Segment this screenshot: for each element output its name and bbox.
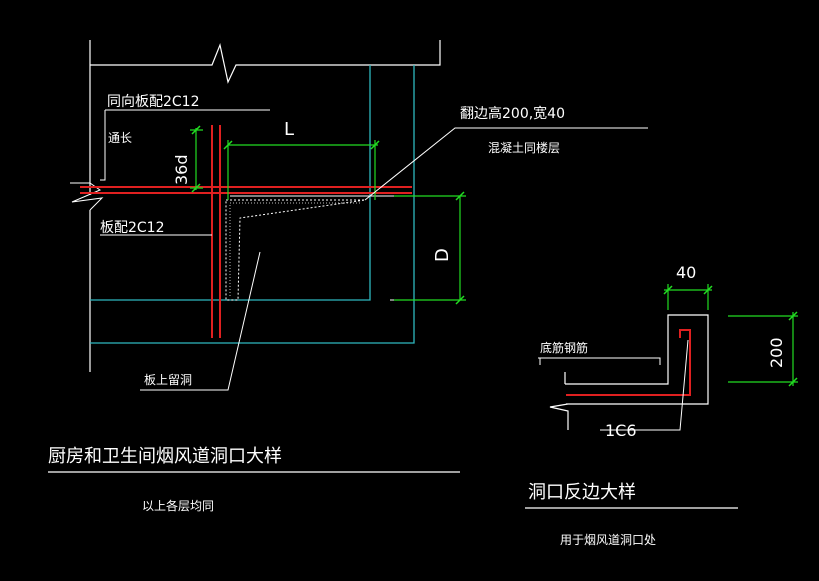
dim-D-text: D — [432, 248, 453, 262]
leader-curb — [364, 127, 648, 201]
dim-40-line — [664, 284, 712, 310]
label-through: 通长 — [108, 131, 132, 145]
label-bottom-rebar: 板配2C12 — [100, 220, 165, 236]
callout-curb-sub: 混凝土同楼层 — [488, 140, 560, 155]
leader-1C6 — [600, 339, 689, 431]
slab-lines — [70, 182, 465, 301]
callout-curb: 翻边高200,宽40 — [460, 105, 565, 122]
label-1C6: 1C6 — [605, 421, 637, 440]
dim-200-line — [728, 312, 798, 386]
dim-L-line — [227, 140, 378, 200]
leader-top-rebar — [100, 109, 270, 181]
wall-outline — [89, 40, 441, 372]
vertical-rebar — [211, 125, 221, 338]
dim-200-text: 200 — [767, 337, 786, 368]
main-title: 厨房和卫生间烟风道洞口大样 — [48, 446, 282, 467]
edge-rebar — [566, 329, 691, 396]
dim-40-ticks — [663, 285, 713, 295]
dim-36d-ticks — [191, 125, 201, 193]
dim-D-ticks — [455, 191, 465, 305]
edge-subtitle: 用于烟风道洞口处 — [560, 533, 656, 547]
main-subtitle: 以上各层均同 — [142, 498, 214, 513]
concrete-curb — [225, 199, 366, 301]
dim-36d-text: 36d — [172, 154, 191, 185]
leader-slab-hole — [140, 251, 261, 391]
edge-outline — [549, 314, 709, 430]
shaft-opening-outline — [90, 65, 415, 344]
leader-edge-bottom — [538, 357, 661, 365]
dim-40-text: 40 — [676, 263, 696, 282]
dim-D-line — [394, 195, 466, 301]
top-rebar-horizontal — [80, 186, 412, 194]
callout-slab-hole: 板上留洞 — [144, 373, 192, 387]
dim-36d-line — [190, 128, 203, 190]
edge-title: 洞口反边大样 — [528, 482, 636, 503]
dim-L-ticks — [223, 140, 380, 150]
dim-200-ticks — [788, 311, 798, 387]
label-top-rebar: 同向板配2C12 — [107, 94, 200, 110]
dim-L-text: L — [284, 119, 294, 140]
curb-inner-line — [229, 202, 360, 298]
label-edge-bottom-rebar: 底筋钢筋 — [540, 340, 588, 355]
